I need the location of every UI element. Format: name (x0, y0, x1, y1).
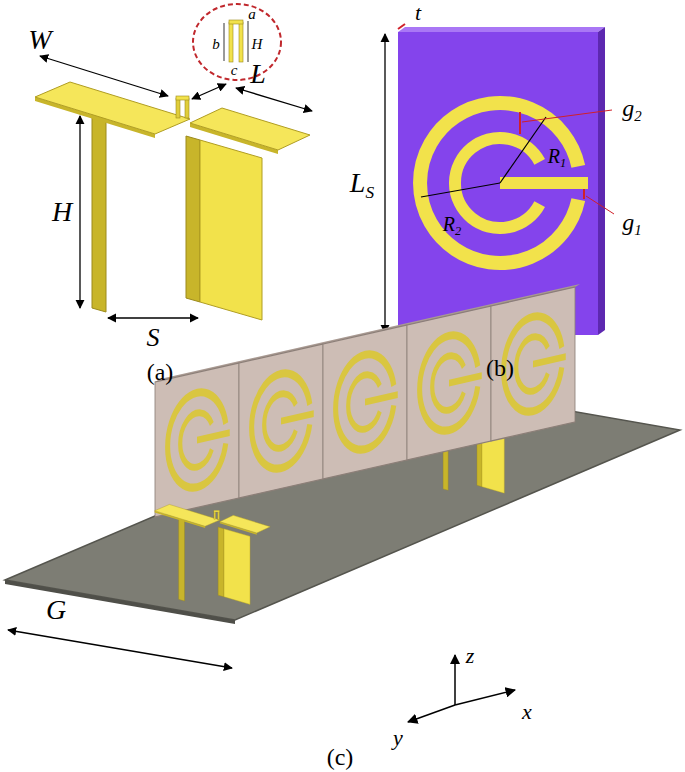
detail-inset (193, 4, 281, 80)
symbol-subscript: 2 (455, 224, 461, 238)
symbol-base: L (350, 167, 366, 198)
symbol-subscript: S (365, 183, 374, 202)
symbol-subscript: 2 (634, 108, 641, 124)
metasurface-wall (155, 284, 580, 517)
dimension-label: W (28, 26, 51, 54)
panel-label: (a) (147, 360, 174, 384)
dimension-label: g1 (622, 210, 641, 234)
dimension-label: LS (350, 169, 374, 197)
antenna-element (35, 82, 310, 320)
dimension-label: R1 (548, 146, 566, 166)
dimension-label: L (250, 60, 266, 88)
symbol-subscript: 1 (560, 156, 566, 170)
dimension-label: G (46, 596, 66, 624)
dimension-arrows (40, 56, 312, 318)
dimension-marks (385, 24, 614, 333)
dimension-label: H (52, 198, 72, 226)
dimension-label: S (147, 325, 160, 351)
coordinate-axes (408, 655, 515, 722)
panel-label: (c) (327, 745, 354, 769)
dimension-label: b (212, 37, 220, 52)
dimension-label: R2 (443, 214, 461, 234)
dimension-arrows (8, 630, 232, 668)
dimension-label: g2 (622, 96, 641, 120)
symbol-base: R (443, 213, 455, 235)
panel-label: (b) (486, 356, 514, 380)
symbol-base: g (622, 209, 634, 235)
symbol-base: R (548, 145, 560, 167)
dimension-label: H (252, 37, 263, 52)
dimension-label: t (415, 2, 421, 24)
axis-label: x (522, 701, 532, 723)
axis-label: y (393, 727, 403, 749)
symbol-base: g (622, 95, 634, 121)
antenna-element (155, 504, 271, 604)
symbol-subscript: 1 (634, 222, 641, 238)
dimension-label: c (231, 63, 238, 78)
dimension-label: a (248, 7, 256, 22)
axis-label: z (466, 645, 475, 667)
